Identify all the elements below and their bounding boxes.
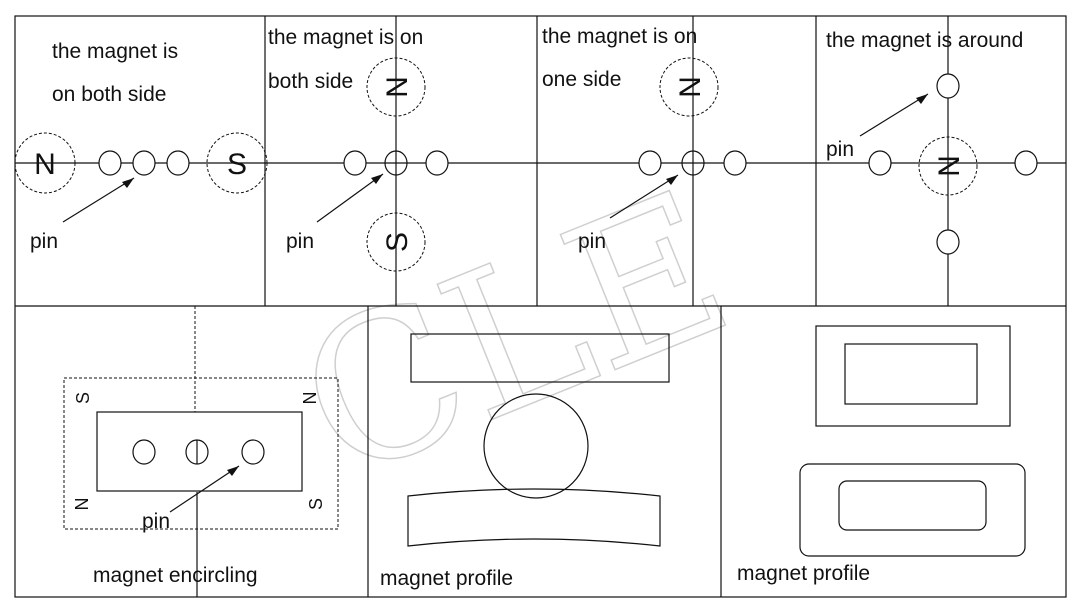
- panel2-arrowhead: [371, 174, 383, 184]
- panel5-outer-magnet: [63, 377, 339, 530]
- panel5-pin-label: pin: [142, 510, 170, 533]
- panel4-pole-center: N: [933, 155, 966, 177]
- panel1-pin-1: [98, 150, 122, 176]
- panel2-magnet-top: [366, 57, 426, 117]
- panel1-pin-3: [166, 150, 190, 176]
- panel7-frame-outer: [815, 325, 1011, 427]
- panel5-caption: magnet encircling: [93, 564, 258, 587]
- panel-profile-shapes: magnet profile: [380, 333, 670, 590]
- panel-around: the magnet is around N pin: [816, 16, 1066, 306]
- panel7-frame-inner: [844, 343, 978, 405]
- panel6-caption: magnet profile: [380, 567, 513, 590]
- panel-both-sides-horizontal: the magnet is on both side N S pin: [14, 40, 268, 253]
- panel1-title-line1: the magnet is: [52, 40, 178, 63]
- panel3-arrowhead: [666, 175, 678, 185]
- panel4-arrowhead: [916, 94, 928, 104]
- panel1-pin-2: [132, 150, 156, 176]
- panel3-pin-3: [723, 150, 747, 176]
- panel4-pin-right: [1014, 150, 1038, 176]
- panel3-pin-label: pin: [578, 230, 606, 253]
- panel1-pin-label: pin: [30, 230, 58, 253]
- panel4-pin-arrow: [859, 93, 929, 137]
- grid-frame: [14, 15, 1067, 598]
- panel3-magnet-top: [659, 57, 719, 117]
- panel4-title: the magnet is around: [826, 29, 1023, 52]
- panel7-caption: magnet profile: [737, 562, 870, 585]
- panel1-pole-left: N: [34, 148, 56, 181]
- panel-encircling: S N N S pin magnet encircling: [63, 306, 339, 597]
- panel-both-sides-vertical: the magnet is on both side N S pin: [265, 16, 537, 306]
- panel4-pin-bottom: [936, 229, 960, 255]
- panel3-pin-1: [638, 150, 662, 176]
- panel6-disc-magnet: [483, 393, 589, 499]
- panel5-pin-3: [241, 439, 265, 465]
- panel5-pin-arrow: [169, 465, 240, 513]
- panel2-pole-top: N: [381, 76, 414, 98]
- panel1-pole-right: S: [227, 148, 247, 181]
- panel5-pole-top-left: S: [73, 392, 93, 404]
- panel4-pin-top: [936, 73, 960, 99]
- panel1-pin-arrow: [62, 177, 135, 223]
- panel1-magnet-left: [14, 132, 76, 194]
- panel6-bar-magnet: [410, 333, 670, 383]
- watermark-text: CLE: [270, 148, 758, 526]
- panel4-pin-left: [868, 150, 892, 176]
- panel5-pole-top-right: N: [300, 392, 320, 405]
- panel2-pin-arrow: [316, 173, 384, 223]
- panel2-pin-label: pin: [286, 230, 314, 253]
- panel2-title-line1: the magnet is on: [268, 26, 423, 49]
- panel5-pole-bottom-right: S: [306, 498, 326, 510]
- panel2-pin-1: [343, 150, 367, 176]
- panel3-title-line2: one side: [542, 68, 621, 91]
- panel4-pin-label: pin: [826, 138, 854, 161]
- panel4-magnet-center: [918, 136, 978, 196]
- panel1-arrowhead: [122, 178, 134, 188]
- panel2-pole-bottom: S: [381, 232, 414, 252]
- panel5-pin-1: [132, 439, 156, 465]
- panel3-pin-arrow: [609, 174, 679, 219]
- panel6-arc-magnet: [407, 488, 661, 547]
- panel7-rounded-inner: [838, 480, 987, 531]
- panel2-title-line2: both side: [268, 70, 353, 93]
- panel7-rounded-outer: [799, 463, 1026, 557]
- panel3-pole-top: N: [674, 76, 707, 98]
- panel2-pin-3: [425, 150, 449, 176]
- panel3-title-line1: the magnet is on: [542, 25, 697, 48]
- panel-profile-frames: magnet profile: [737, 325, 1026, 585]
- panel5-pole-bottom-left: N: [72, 498, 92, 511]
- panel1-title-line2: on both side: [52, 83, 166, 106]
- panel5-inner-body: [96, 411, 303, 492]
- panel2-magnet-bottom: [366, 212, 426, 272]
- panel5-arrowhead: [227, 466, 239, 476]
- panel-one-side: the magnet is on one side N pin: [537, 16, 816, 306]
